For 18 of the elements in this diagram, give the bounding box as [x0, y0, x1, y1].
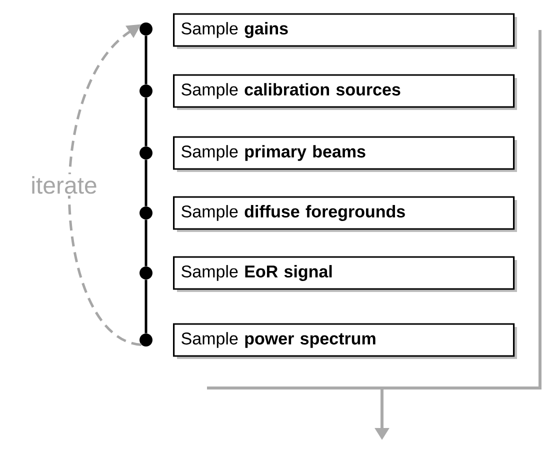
timeline-dot	[140, 146, 152, 160]
timeline-line	[144, 160, 148, 206]
step-box: Sample primary beams	[173, 136, 517, 172]
edge-label: iterate	[32, 176, 96, 194]
step-box: Sample gains	[173, 13, 517, 49]
timeline-line	[144, 280, 148, 334]
step-box: Sample calibration sources	[173, 74, 517, 110]
timeline-dot	[140, 22, 152, 36]
timeline-dot	[140, 334, 152, 346]
timeline-dot	[140, 206, 152, 220]
step-box: Sample power spectrum	[173, 323, 517, 359]
timeline-dot	[140, 84, 152, 98]
step-box: Sample EoR signal	[173, 256, 517, 292]
step-box: Sample diffuse foregrounds	[173, 196, 517, 232]
timeline-dot	[140, 266, 152, 280]
timeline-line	[144, 36, 148, 84]
timeline-line	[144, 220, 148, 266]
timeline-line	[144, 98, 148, 146]
